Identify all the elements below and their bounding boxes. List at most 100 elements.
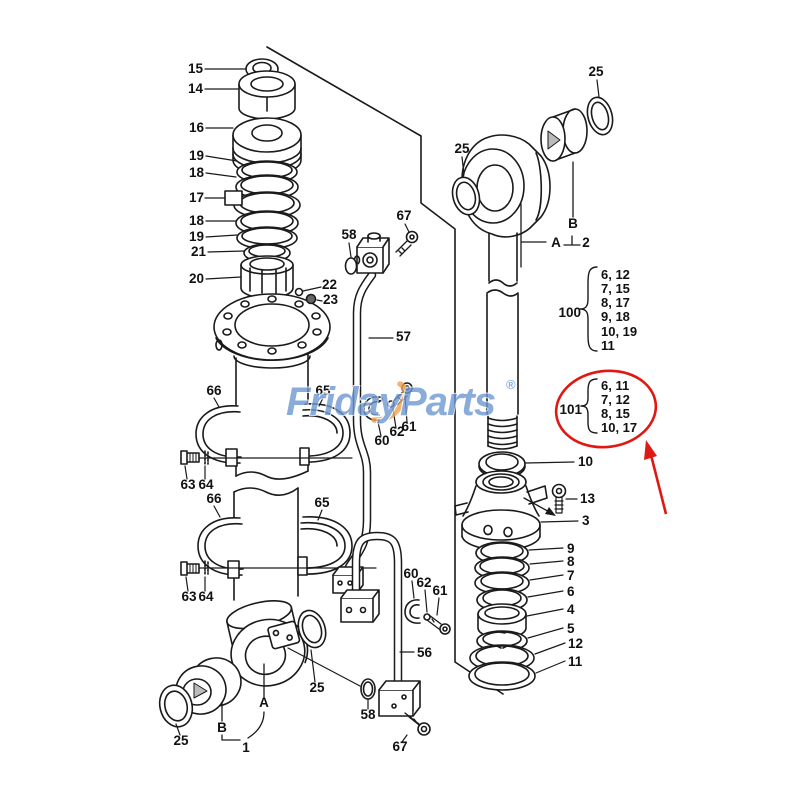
cylinder-tube-lower: [233, 487, 299, 601]
seal-25-bottom: [158, 684, 194, 728]
group-101-item: 6, 11: [601, 378, 629, 393]
group-100-item: 10, 19: [601, 324, 637, 339]
watermark: FridayParts ®: [285, 377, 517, 426]
highlight-arrow-head: [644, 440, 657, 460]
callout-15: 15: [188, 61, 204, 76]
seal-25-eye: [297, 609, 327, 649]
callout-a2: A: [551, 235, 561, 250]
pipe-56-flange-left: [340, 589, 380, 623]
port-pad: [267, 620, 301, 650]
callout-62a: 62: [389, 424, 404, 439]
callout-67b: 67: [392, 739, 407, 754]
callout-6: 6: [567, 584, 575, 599]
clamp-60-lower: [404, 599, 421, 624]
callout-25b: 25: [173, 733, 189, 748]
callout-66b: 66: [206, 491, 222, 506]
part-ring-19b: [236, 226, 298, 250]
bolt-67-lower: [404, 712, 431, 736]
bolt-63-upper: [180, 450, 200, 465]
part-gland-nut-20: [240, 255, 294, 299]
seal-25-top: [586, 96, 614, 136]
gland-3: [454, 470, 556, 551]
clamp-65-upper: [299, 403, 351, 466]
group-100-label: 100: [558, 305, 581, 320]
highlight-arrow-shaft: [649, 454, 668, 515]
brace-100: [579, 266, 598, 352]
callout-63a: 63: [180, 477, 196, 492]
callout-9: 9: [567, 541, 575, 556]
callout-17: 17: [189, 190, 204, 205]
callout-14: 14: [188, 81, 204, 96]
callout-11: 11: [568, 654, 583, 669]
highlight-ellipse: [554, 369, 658, 449]
callout-66a: 66: [206, 383, 222, 398]
callout-21: 21: [191, 244, 207, 259]
callout-b2: B: [568, 216, 578, 231]
callout-labels: 15 14 16 19 18 17 18 19 21 20 22 23 58 6…: [173, 61, 604, 755]
callout-25d: 25: [454, 141, 470, 156]
callout-10: 10: [578, 454, 593, 469]
watermark-text: FridayParts: [286, 380, 495, 424]
bolt-13: [551, 483, 567, 514]
callout-13: 13: [580, 491, 596, 506]
bolt-63-lower: [180, 561, 200, 576]
seal-25-rod: [451, 176, 481, 216]
callout-65a: 65: [315, 383, 331, 398]
highlight-annotation: [554, 369, 668, 515]
clamp-60-middle: [363, 396, 383, 421]
callout-16: 16: [189, 120, 205, 135]
group-100-item: 6, 12: [601, 267, 630, 282]
bushing-top: [540, 108, 588, 162]
callout-19a: 19: [189, 148, 204, 163]
pipe-56-inner: [353, 533, 401, 693]
part-ball-22: [294, 287, 304, 297]
callout-20: 20: [189, 271, 204, 286]
washer-62-middle: [387, 400, 395, 408]
callout-61a: 61: [401, 419, 417, 434]
callout-3: 3: [582, 513, 590, 528]
callout-7: 7: [567, 568, 575, 583]
callout-61b: 61: [432, 583, 448, 598]
callout-5: 5: [567, 621, 575, 636]
washer-64-upper: [204, 450, 209, 466]
callout-62b: 62: [416, 575, 431, 590]
callout-a1: A: [259, 695, 269, 710]
callout-57: 57: [396, 329, 411, 344]
oring-58-upper: [344, 257, 358, 275]
callout-25a: 25: [309, 680, 325, 695]
valve-block-58: [353, 232, 390, 274]
group-100-item: 7, 15: [601, 281, 630, 296]
part-cap-14: [238, 70, 296, 120]
parts-group-100: 100 6, 12 7, 15 8, 17 9, 18 10, 19 11: [558, 267, 637, 353]
part-head-flange: [213, 293, 331, 369]
callout-1: 1: [242, 740, 250, 755]
callout-22: 22: [322, 277, 337, 292]
callout-8: 8: [567, 554, 575, 569]
callout-18a: 18: [189, 165, 205, 180]
washer-64-lower: [204, 560, 209, 576]
callout-2: 2: [582, 235, 590, 250]
pipe-56-flange-right: [378, 680, 421, 717]
group-101-label: 101: [559, 402, 582, 417]
callout-60a: 60: [374, 433, 389, 448]
watermark-swoosh: [371, 381, 408, 423]
group-100-item: 8, 17: [601, 295, 630, 310]
clamp-65-lower: [297, 516, 353, 576]
callout-23: 23: [323, 292, 339, 307]
callout-60b: 60: [403, 566, 418, 581]
brace-101: [580, 378, 598, 434]
rod-shaft: [486, 232, 519, 450]
callout-63b: 63: [181, 589, 197, 604]
callout-56: 56: [417, 645, 433, 660]
callout-64a: 64: [198, 477, 214, 492]
parts-group-101: 101 6, 11 7, 12 8, 15 10, 17: [559, 378, 637, 435]
callout-64b: 64: [198, 589, 214, 604]
leader-lines: [175, 68, 600, 743]
bracket-bottom-assembly: [221, 663, 265, 741]
callout-58b: 58: [360, 707, 376, 722]
watermark-registered: ®: [506, 377, 516, 392]
bolt-61-lower: [426, 614, 451, 635]
group-braces: [579, 266, 598, 434]
